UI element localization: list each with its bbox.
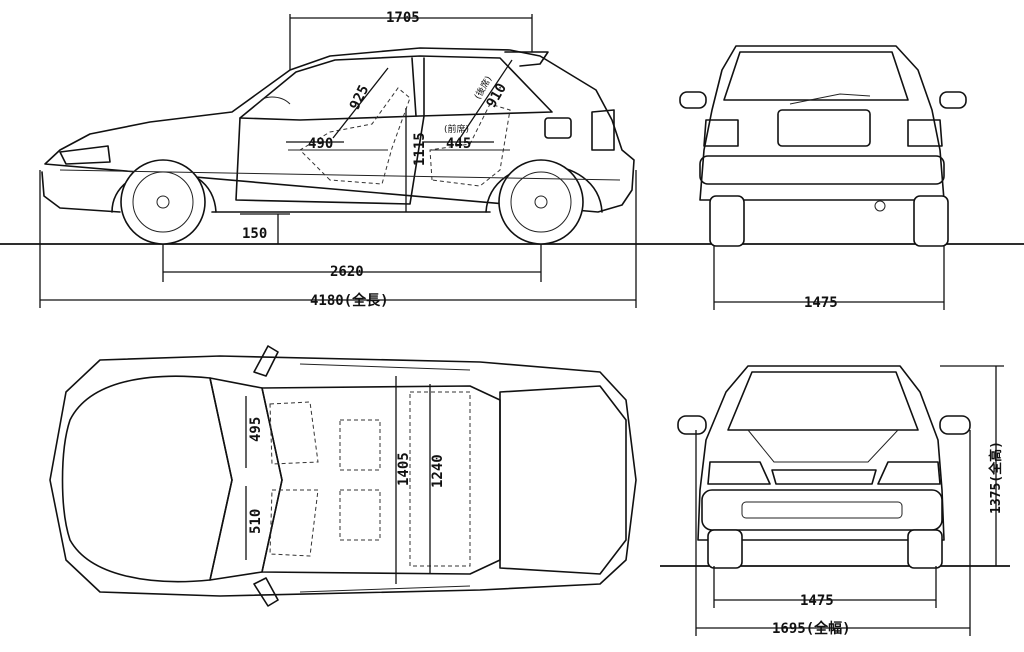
- rear-license-plate: [777, 109, 871, 147]
- dim-roof-length: 1705: [386, 10, 420, 26]
- front-right-tire: [907, 529, 943, 569]
- dim-interior-width-front: 1240: [430, 454, 446, 488]
- rear-left-mirror: [679, 91, 707, 109]
- rear-view: [679, 45, 967, 247]
- rear-wheel: [498, 159, 584, 245]
- front-seat-outline: [299, 87, 411, 185]
- top-left-mirror: [253, 345, 279, 377]
- dim-overall-height: 1375(全高): [988, 441, 1004, 514]
- headlight: [59, 145, 111, 165]
- dim-ground-clearance: 150: [242, 226, 267, 242]
- rear-spoiler: [504, 51, 549, 67]
- dim-rear-seat-depth-note: (前席): [444, 123, 469, 135]
- side-view: [0, 47, 1024, 245]
- top-body-outline: [49, 355, 637, 597]
- dim-wheelbase: 2620: [330, 264, 364, 280]
- front-right-headlight: [877, 461, 941, 485]
- rear-right-lamp: [907, 119, 943, 147]
- side-windows: [239, 55, 553, 121]
- front-left-mirror: [677, 415, 707, 435]
- windshield-front: [727, 371, 919, 431]
- front-left-tire: [707, 529, 743, 569]
- top-right-mirror: [253, 577, 279, 607]
- rear-window: [723, 51, 909, 101]
- fuel-lid: [544, 117, 572, 139]
- dim-rear-seat-depth: 445: [446, 136, 471, 152]
- top-front-seat-left: [269, 401, 319, 465]
- rear-window-top: [499, 385, 627, 575]
- front-body-outline: [697, 365, 945, 541]
- side-body-outline: [41, 47, 635, 213]
- dim-overall-length: 4180(全長): [310, 292, 389, 309]
- rear-left-tire: [709, 195, 745, 247]
- front-dimensions: 1475 1695(全幅) 1375(全高): [695, 365, 1004, 637]
- front-bumper: [701, 489, 943, 531]
- dim-front-track: 1475: [800, 593, 834, 609]
- side-dimensions: 1705 925 (後席) 910 490 (前席) 445 1115 150 …: [39, 10, 637, 309]
- front-grille: [771, 469, 877, 485]
- top-front-seat-right: [269, 489, 319, 557]
- taillight: [591, 109, 615, 151]
- top-rear-seats: [409, 391, 471, 567]
- front-right-mirror: [939, 415, 971, 435]
- dim-interior-width-rear: 1405: [396, 452, 412, 486]
- top-hood: [61, 375, 233, 583]
- rear-dimensions: 1475: [713, 246, 945, 311]
- rear-bumper: [699, 155, 945, 185]
- rear-right-mirror: [939, 91, 967, 109]
- dim-front-seat-width: 495: [248, 417, 264, 442]
- dim-front-seat-depth: 490: [308, 136, 333, 152]
- front-left-headlight: [707, 461, 771, 485]
- dim-rear-seat-width: 510: [248, 509, 264, 534]
- dim-interior-height: 1115: [412, 132, 428, 166]
- rear-left-lamp: [703, 119, 739, 147]
- top-view: [49, 345, 637, 607]
- roof-top: [261, 385, 501, 575]
- dim-overall-width: 1695(全幅): [772, 620, 851, 637]
- rear-seat-outline: [429, 103, 511, 187]
- rear-right-tire: [913, 195, 949, 247]
- door-outline: [235, 115, 425, 205]
- dim-rear-track: 1475: [804, 295, 838, 311]
- top-dimensions: 495 510 1405 1240: [245, 376, 446, 584]
- dim-front-headroom: 925: [347, 83, 372, 113]
- front-view: [660, 365, 1010, 569]
- b-pillar: [411, 57, 417, 117]
